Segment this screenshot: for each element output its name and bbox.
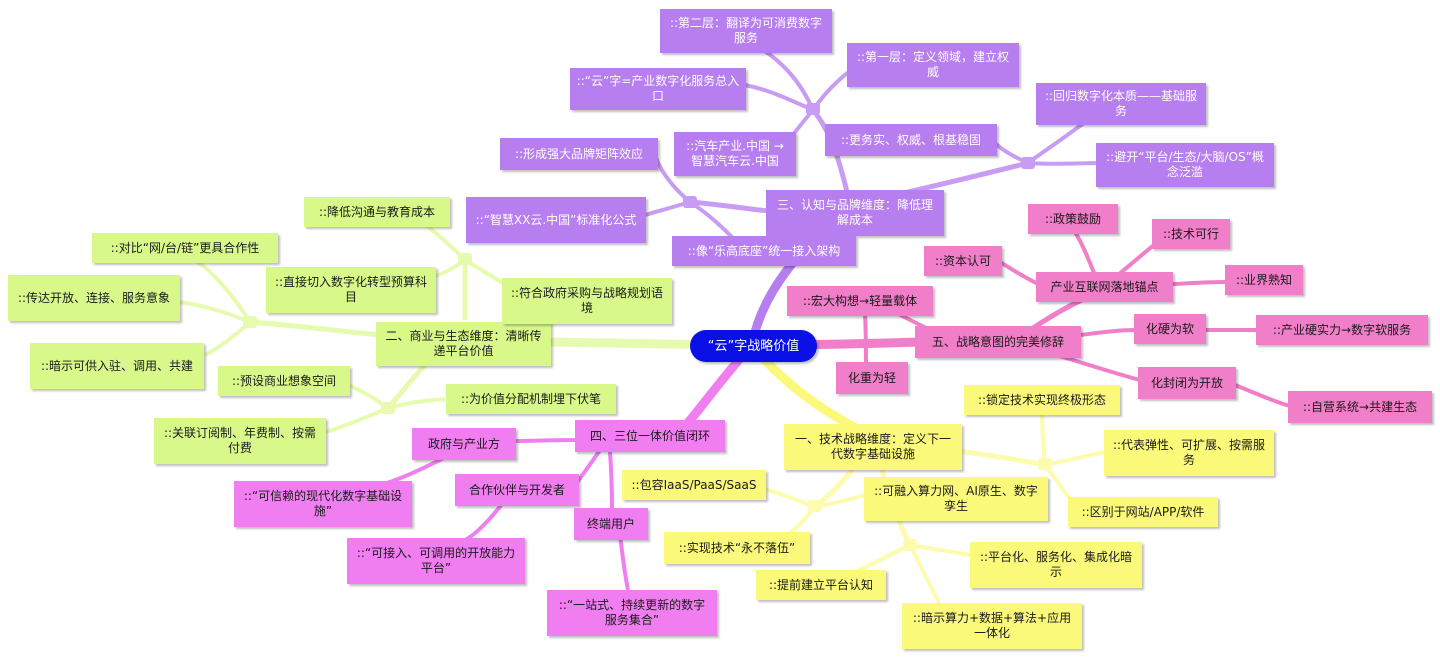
intent-closed-to-open[interactable]: 化封闭为开放 [1138,367,1236,399]
commerce-open[interactable]: ::传达开放、连接、服务意象 [8,275,180,321]
commerce-budget[interactable]: ::直接切入数字化转型预算科目 [266,267,436,313]
junction-cognition-c [683,196,697,208]
tech-include[interactable]: ::包容IaaS/PaaS/SaaS [622,470,766,500]
cognition-layer2[interactable]: ::第二层：翻译为可消费数字服务 [660,9,832,53]
cognition-example[interactable]: ::汽车产业.中国 → 智慧汽车云.中国 [674,132,796,176]
commerce-subscription[interactable]: ::关联订阅制、年费制、按需付费 [154,418,326,464]
commerce-title[interactable]: 二、商业与生态维度：清晰传递平台价值 [376,322,551,366]
cognition-entry[interactable]: ::“云”字=产业数字化服务总入口 [570,68,746,110]
cognition-layer1[interactable]: ::第一层：定义领域，建立权威 [847,43,1019,87]
intent-policy[interactable]: ::政策鼓励 [1028,204,1118,234]
intent-open-detail[interactable]: ::自营系统→共建生态 [1288,391,1432,423]
cognition-return[interactable]: ::回归数字化本质——基础服务 [1036,83,1206,125]
junction-commerce-c [381,402,395,414]
commerce-compare[interactable]: ::对比“网/台/链”更具合作性 [92,233,278,263]
intent-title[interactable]: 五、战略意图的完美修辞 [915,326,1081,358]
commerce-reduce[interactable]: ::降低沟通与教育成本 [304,197,450,227]
loop-gov[interactable]: 政府与产业方 [412,428,516,460]
loop-user-detail[interactable]: ::“一站式、持续更新的数字服务集合” [547,590,717,636]
tech-ultimate[interactable]: ::锁定技术实现终极形态 [964,385,1120,415]
cognition-avoid[interactable]: ::避开“平台/生态/大脑/OS”概念泛滥 [1096,143,1274,187]
loop-user[interactable]: 终端用户 [574,508,648,540]
intent-industry[interactable]: ::业界熟知 [1225,265,1303,295]
intent-anchor[interactable]: 产业互联网落地锚点 [1036,272,1173,302]
intent-capital[interactable]: ::资本认可 [924,246,1002,276]
tech-elastic[interactable]: ::代表弹性、可扩展、按需服务 [1104,430,1274,476]
cognition-matrix[interactable]: ::形成强大品牌矩阵效应 [500,138,658,170]
junction-cognition-b [1021,157,1035,169]
commerce-distribution[interactable]: ::为价值分配机制埋下伏笔 [446,384,616,414]
loop-gov-detail[interactable]: ::“可信赖的现代化数字基础设施” [234,481,412,527]
cognition-title[interactable]: 三、认知与品牌维度：降低理解成本 [766,190,944,236]
commerce-hint[interactable]: ::暗示可供入驻、调用、共建 [30,343,204,389]
tech-differ[interactable]: ::区别于网站/APP/软件 [1068,497,1218,527]
loop-partner-detail[interactable]: ::“可接入、可调用的开放能力平台” [347,538,525,584]
tech-platform[interactable]: ::平台化、服务化、集成化暗示 [970,542,1142,588]
junction-tech-a [1038,458,1052,470]
junction-cognition-a [806,103,820,115]
intent-tech[interactable]: ::技术可行 [1152,219,1230,249]
intent-hard-detail[interactable]: ::产业硬实力→数字软服务 [1256,315,1428,345]
junction-commerce-a [458,253,472,265]
loop-title[interactable]: 四、三位一体价值闭环 [575,420,725,452]
commerce-procurement[interactable]: ::符合政府采购与战略规划语境 [502,278,672,324]
cognition-solid[interactable]: ::更务实、权威、根基稳固 [825,124,997,156]
center-node[interactable]: “云”字战略价值 [690,330,817,362]
cognition-formula[interactable]: ::“智慧XX云.中国”标准化公式 [466,197,646,243]
cognition-lego[interactable]: ::像“乐高底座”统一接入架构 [672,236,856,266]
commerce-imagination[interactable]: ::预设商业想象空间 [218,366,350,396]
tech-integrate[interactable]: ::可融入算力网、AI原生、数字孪生 [864,477,1048,521]
intent-macro[interactable]: ::宏大构想→轻量载体 [787,286,933,316]
tech-compute[interactable]: ::暗示算力+数据+算法+应用一体化 [902,603,1082,649]
tech-never[interactable]: ::实现技术“永不落伍” [664,532,810,564]
junction-commerce-b [243,316,257,328]
tech-title[interactable]: 一、技术战略维度：定义下一代数字基础设施 [784,424,962,470]
junction-tech-c [903,539,917,551]
junction-tech-b [808,500,822,512]
intent-heavy-to-light[interactable]: 化重为轻 [836,362,908,394]
intent-hard-to-soft[interactable]: 化硬为软 [1134,314,1206,344]
tech-early[interactable]: ::提前建立平台认知 [756,570,886,600]
loop-partner[interactable]: 合作伙伴与开发者 [455,474,579,506]
